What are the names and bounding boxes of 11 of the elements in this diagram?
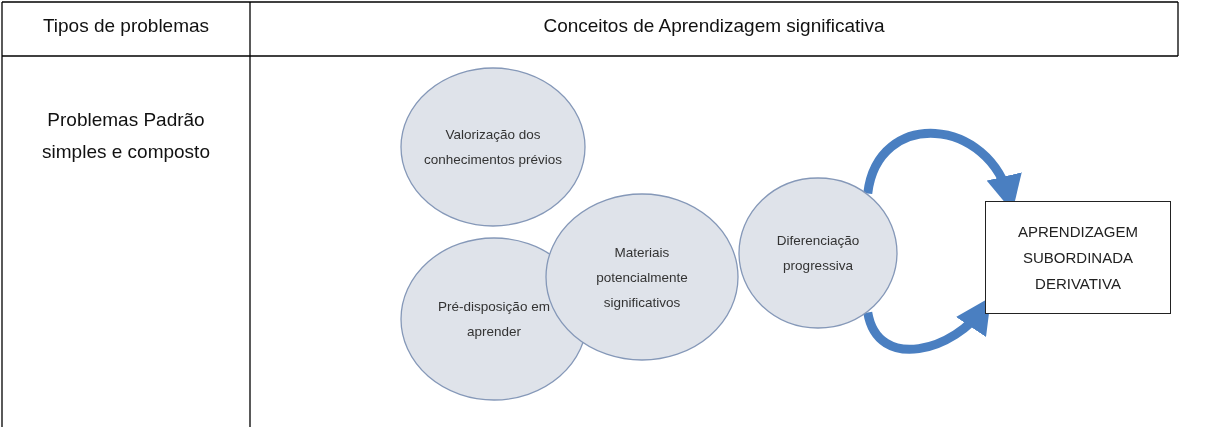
concept-ellipse [738,177,898,329]
column-header: Conceitos de Aprendizagem significativa [542,14,886,38]
column-header: Tipos de problemas [41,14,211,38]
node-text: Pré-disposição em aprender [437,298,551,341]
node-text: APRENDIZAGEM SUBORDINADA DERIVATIVA [1017,221,1139,294]
node-text: Materiais potencialmente significativos [595,243,689,312]
node-text: Diferenciação progressiva [775,232,861,275]
concept-box [985,201,1171,314]
concept-ellipse [400,67,586,227]
node-text: Valorização dos conhecimentos prévios [423,126,563,169]
table-cell-text: Problemas Padrão simples e composto [41,108,211,164]
